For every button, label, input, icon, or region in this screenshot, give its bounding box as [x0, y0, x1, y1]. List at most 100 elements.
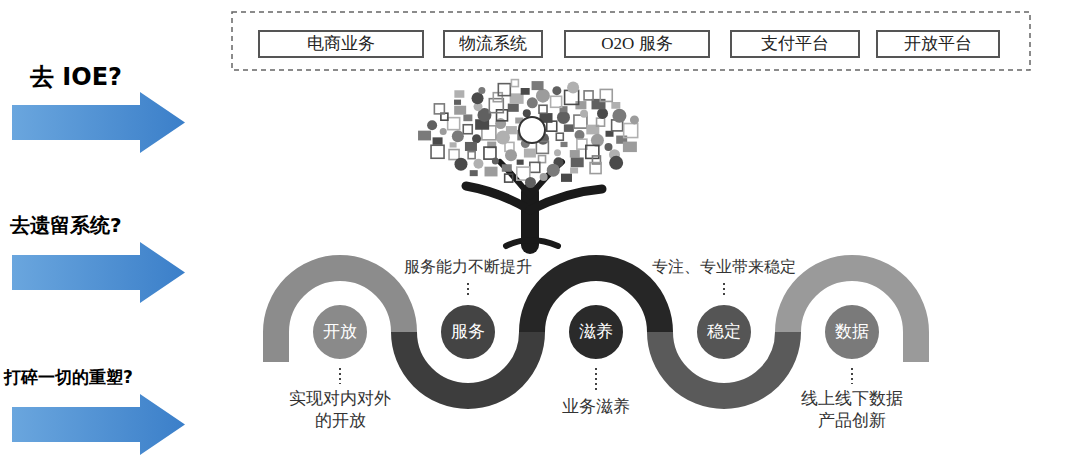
leader-line	[851, 368, 853, 384]
circle-label: 稳定	[707, 322, 741, 342]
principle-note: 业务滋养	[541, 396, 651, 418]
canopy-icon	[433, 137, 443, 145]
canopy-icon	[489, 99, 503, 113]
canopy-icon	[551, 96, 562, 107]
tree-canopy	[418, 80, 639, 188]
canopy-icon	[571, 157, 584, 167]
dashed-frame	[232, 12, 1030, 70]
principle-note: 实现对内对外 的开放	[285, 388, 395, 432]
leader-line	[339, 368, 341, 384]
principle-circle: 稳定	[694, 302, 754, 362]
leader-line	[467, 283, 469, 297]
principle-circle: 开放	[310, 302, 370, 362]
canopy-icon	[567, 82, 579, 94]
box-label: O2O 服务	[601, 34, 672, 54]
canopy-icon	[427, 120, 437, 130]
canopy-icon	[454, 90, 464, 98]
canopy-icon	[552, 86, 561, 95]
canopy-icon	[554, 149, 561, 156]
canopy-icon	[536, 89, 550, 103]
canopy-icon	[530, 162, 540, 172]
branch	[500, 162, 530, 196]
canopy-icon	[465, 142, 477, 151]
principle-note: 服务能力不断提升	[393, 257, 543, 278]
canopy-icon	[484, 147, 496, 159]
canopy-icon	[561, 174, 572, 182]
question-label: 打碎一切的重塑?	[4, 366, 186, 388]
principle-note: 线上线下数据 产品创新	[797, 388, 907, 432]
canopy-icon	[539, 156, 546, 163]
box-label: 电商业务	[307, 34, 375, 54]
leader-line	[723, 283, 725, 297]
blue-arrow	[12, 242, 185, 303]
canopy-icon	[532, 81, 544, 90]
canopy-icon	[590, 163, 601, 174]
box-label: 支付平台	[761, 34, 829, 54]
canopy-icon	[418, 131, 431, 141]
canopy-icon	[498, 84, 510, 96]
canopy-icon	[510, 93, 524, 104]
canopy-icon	[521, 88, 530, 95]
canopy-icon	[434, 104, 444, 114]
canopy-icon	[449, 150, 459, 160]
canopy-icon	[472, 92, 484, 104]
band-arch	[276, 268, 404, 362]
circle-outline	[312, 304, 369, 361]
canopy-icon	[463, 114, 472, 121]
leader-lines	[340, 283, 852, 392]
business-box: 支付平台	[730, 30, 860, 58]
circle-outline	[440, 304, 497, 361]
canopy-icon	[485, 167, 498, 177]
canopy-icon	[431, 145, 444, 158]
canopy-icon	[502, 164, 512, 172]
principle-note: 专注、专业带来稳定	[649, 257, 799, 278]
canopy-icon	[450, 142, 457, 147]
canopy-icon	[570, 150, 580, 158]
canopy-icon	[527, 97, 538, 108]
canopy-icon	[547, 164, 560, 177]
circle-outline	[824, 304, 881, 361]
canopy-icon	[473, 159, 483, 169]
canopy-icon	[452, 130, 464, 142]
canopy-icon	[557, 111, 570, 124]
canopy-icon	[511, 80, 518, 87]
principle-circle: 服务	[438, 302, 498, 362]
canopy-icon	[561, 142, 568, 147]
canopy-icon	[630, 115, 639, 124]
blue-arrow	[12, 394, 185, 455]
business-box: 物流系统	[443, 30, 543, 58]
canopy-icon	[611, 102, 620, 109]
business-box: 开放平台	[876, 30, 1000, 58]
canopy-icon	[454, 158, 467, 171]
canopy-icon	[508, 104, 519, 112]
blue-arrow	[12, 92, 185, 153]
business-box: O2O 服务	[564, 30, 710, 58]
canopy-icon	[536, 141, 548, 153]
canopy-icon	[517, 160, 524, 165]
canopy-icon	[448, 118, 460, 130]
canopy-icon	[524, 149, 536, 158]
canopy-icon	[497, 110, 508, 121]
circle-label: 滋养	[579, 322, 613, 342]
canopy-bulb	[519, 117, 545, 143]
box-label: 物流系统	[459, 34, 527, 54]
canopy-icon	[604, 143, 612, 151]
canopy-icon	[612, 109, 626, 123]
principle-circle: 滋养	[566, 302, 626, 362]
canopy-icon	[609, 156, 623, 170]
canopy-icon	[470, 170, 478, 176]
box-label: 开放平台	[904, 34, 972, 54]
canopy-icon	[624, 124, 638, 138]
canopy-icon	[580, 110, 588, 118]
canopy-icon	[492, 158, 499, 165]
canopy-icon	[556, 133, 563, 140]
canopy-icon	[468, 152, 475, 159]
canopy-icon	[597, 118, 605, 126]
branch	[466, 186, 530, 210]
canopy-icon	[570, 167, 578, 173]
canopy-icon	[600, 89, 612, 101]
business-box: 电商业务	[258, 30, 424, 58]
circle-outline	[696, 304, 753, 361]
canopy-icon	[540, 173, 548, 181]
